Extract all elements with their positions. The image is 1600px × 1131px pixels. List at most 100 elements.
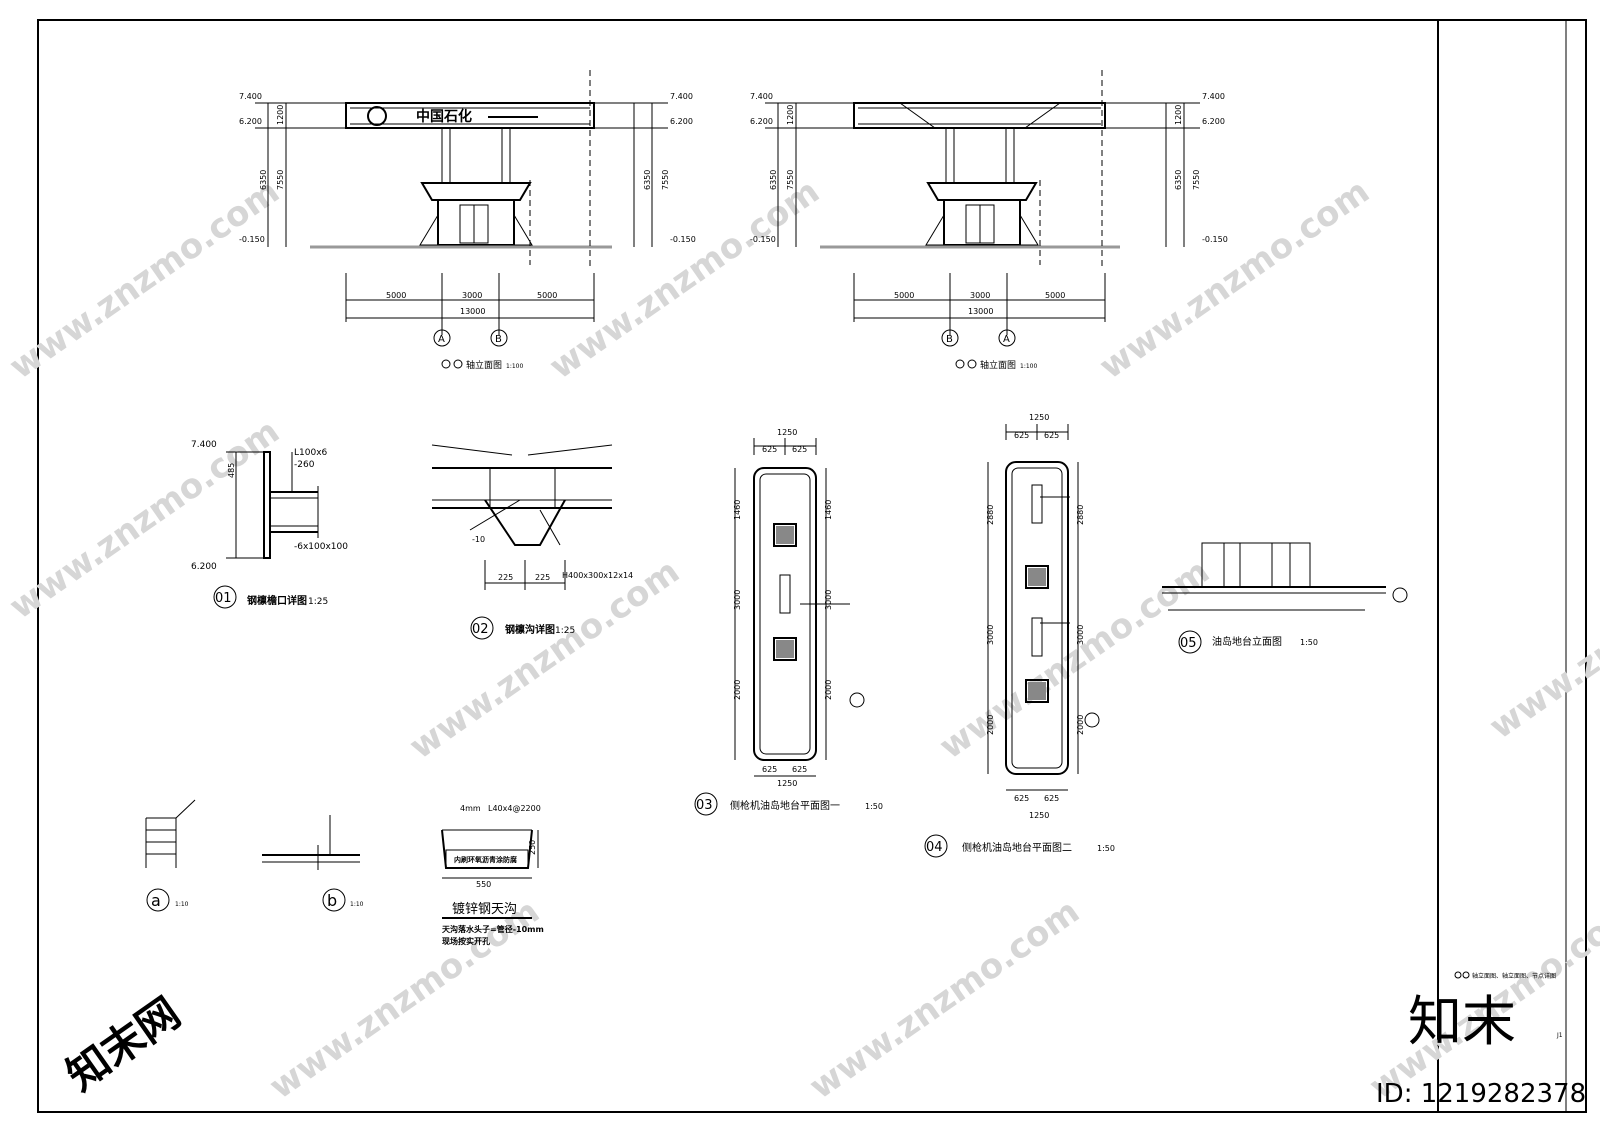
gutter-title: 镀锌钢天沟: [452, 901, 517, 917]
svg-text:1250: 1250: [1029, 413, 1049, 422]
svg-text:7550: 7550: [1192, 170, 1201, 190]
svg-text:625: 625: [762, 445, 777, 454]
svg-text:1:25: 1:25: [308, 597, 328, 607]
svg-text:-0.150: -0.150: [750, 235, 776, 244]
svg-text:6350: 6350: [769, 170, 778, 190]
svg-text:5000: 5000: [537, 291, 557, 300]
svg-text:6.200: 6.200: [239, 117, 262, 126]
svg-text:13000: 13000: [968, 307, 993, 316]
dispenser-base: [773, 523, 797, 547]
svg-text:01: 01: [215, 591, 232, 606]
svg-text:625: 625: [792, 445, 807, 454]
watermark-url: www.znzmo.com: [262, 891, 547, 1107]
svg-text:-0.150: -0.150: [670, 235, 696, 244]
detail-letter-bubble: [322, 888, 346, 912]
svg-text:-6x100x100: -6x100x100: [294, 542, 348, 552]
gutter-detail: 内刷环氧沥青涂防腐 4mm L40x4@2200 250 550 镀锌钢天沟 天…: [441, 804, 544, 946]
svg-text:1200: 1200: [1174, 105, 1183, 125]
column: [501, 127, 511, 184]
svg-text:6.200: 6.200: [750, 117, 773, 126]
svg-text:-260: -260: [294, 460, 315, 470]
svg-text:b: b: [327, 891, 337, 910]
svg-text:3000: 3000: [824, 590, 833, 610]
svg-text:5000: 5000: [894, 291, 914, 300]
svg-text:225: 225: [535, 573, 550, 582]
svg-text:-10: -10: [472, 535, 485, 544]
svg-text:625: 625: [1044, 794, 1059, 803]
elevation-left: 中国石化 7.400 6.200 -0.150 1200 7550 6350 7…: [239, 70, 696, 371]
svg-text:2000: 2000: [733, 680, 742, 700]
svg-text:内刷环氧沥青涂防腐: 内刷环氧沥青涂防腐: [454, 855, 517, 864]
dispenser-base: [1025, 679, 1049, 703]
detail-title: 钢檩檐口详图: [247, 594, 307, 607]
svg-text:B: B: [946, 334, 953, 345]
svg-text:6350: 6350: [259, 170, 268, 190]
svg-text:625: 625: [1014, 431, 1029, 440]
svg-text:625: 625: [1014, 794, 1029, 803]
detail-05: 05 油岛地台立面图 1:50: [1162, 542, 1408, 654]
title-block: 轴立面图、轴立面图、节点详图 J1: [1454, 971, 1563, 1039]
watermark-url: www.znzmo.com: [932, 551, 1217, 767]
pump-island-elevation: [1201, 542, 1311, 588]
svg-text:250: 250: [528, 840, 537, 855]
watermark-url: www.znzmo.com: [2, 411, 287, 627]
svg-text:1:50: 1:50: [1300, 638, 1318, 647]
svg-text:625: 625: [792, 765, 807, 774]
svg-text:625: 625: [762, 765, 777, 774]
watermark-url: www.znzmo.com: [402, 551, 687, 767]
svg-text:2000: 2000: [1076, 715, 1085, 735]
drawing-frame: [37, 19, 1587, 1113]
svg-text:A: A: [438, 334, 445, 345]
column: [441, 127, 451, 184]
svg-text:1:50: 1:50: [865, 802, 883, 811]
detail-title: 侧枪机油岛地台平面图二: [962, 841, 1072, 854]
svg-text:7550: 7550: [661, 170, 670, 190]
svg-text:3000: 3000: [462, 291, 482, 300]
svg-text:1200: 1200: [276, 105, 285, 125]
kiosk-roof: [420, 182, 532, 201]
detail-number-bubble: [470, 616, 494, 640]
svg-text:225: 225: [498, 573, 513, 582]
svg-text:7.400: 7.400: [670, 92, 693, 101]
svg-text:7.400: 7.400: [191, 440, 217, 450]
dispenser-base: [773, 637, 797, 661]
detail-title: 钢檩沟详图: [505, 623, 555, 636]
watermark-url: www.znzmo.com: [2, 171, 287, 387]
watermark-url: www.znzmo.com: [1092, 171, 1377, 387]
detail-04: 1250 625 625 2880 3000 2000 2880 3000 20…: [924, 413, 1115, 858]
svg-text:-0.150: -0.150: [239, 235, 265, 244]
svg-text:1:10: 1:10: [175, 901, 189, 908]
svg-text:04: 04: [926, 840, 943, 855]
watermark-url: www.znzmo.com: [542, 171, 827, 387]
svg-text:1460: 1460: [824, 500, 833, 520]
detail-03: 1250 625 625 1460 3000 2000 1460 3000 20…: [694, 428, 883, 816]
svg-text:-0.150: -0.150: [1202, 235, 1228, 244]
svg-text:625: 625: [1044, 431, 1059, 440]
svg-text:1250: 1250: [777, 428, 797, 437]
svg-text:13000: 13000: [460, 307, 485, 316]
svg-text:1:100: 1:100: [1020, 363, 1037, 370]
axis-bubble: [941, 329, 959, 347]
detail-02: -10 H400x300x12x14 225 225 02 钢檩沟详图 1:25: [431, 444, 633, 640]
svg-text:3000: 3000: [970, 291, 990, 300]
detail-b: b 1:10: [262, 815, 364, 912]
axis-bubble: [490, 329, 508, 347]
svg-text:L40x4@2200: L40x4@2200: [488, 804, 541, 813]
svg-text:7550: 7550: [786, 170, 795, 190]
axis-bubble: [433, 329, 451, 347]
elevation-title: 轴立面图: [980, 359, 1016, 371]
svg-text:3000: 3000: [1076, 625, 1085, 645]
svg-text:7.400: 7.400: [750, 92, 773, 101]
svg-text:6.200: 6.200: [670, 117, 693, 126]
canopy-sign-text: 中国石化: [416, 108, 472, 125]
svg-text:03: 03: [696, 798, 713, 813]
svg-text:6350: 6350: [643, 170, 652, 190]
gutter-profile: [484, 499, 566, 546]
svg-text:1:100: 1:100: [506, 363, 523, 370]
svg-text:A: A: [1003, 334, 1010, 345]
drawing-title: 轴立面图、轴立面图、节点详图: [1472, 972, 1556, 980]
detail-number-bubble: [694, 792, 718, 816]
svg-text:7550: 7550: [276, 170, 285, 190]
brand-logo: 知末: [1408, 990, 1516, 1053]
svg-text:L100x6: L100x6: [294, 448, 328, 458]
